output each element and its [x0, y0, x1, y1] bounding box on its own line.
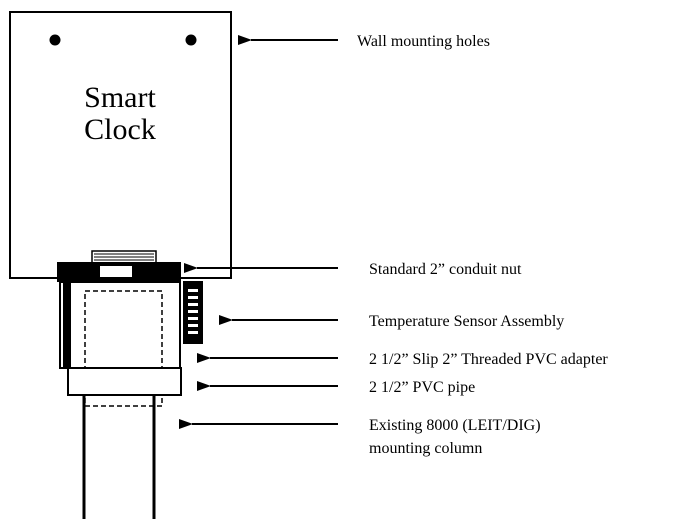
label-pvc-pipe: 2 1/2” PVC pipe [369, 379, 476, 396]
label-pvc-adapter: 2 1/2” Slip 2” Threaded PVC adapter [369, 351, 608, 368]
label-mounting-column-line1: Existing 8000 (LEIT/DIG) [369, 417, 541, 434]
smart-clock-housing [9, 11, 232, 279]
label-temp-sensor: Temperature Sensor Assembly [369, 313, 565, 330]
label-mounting-column-line2: mounting column [369, 440, 483, 457]
conduit-nut [57, 262, 181, 282]
mounting-hole-right [185, 34, 197, 46]
threaded-coupling [91, 250, 157, 264]
label-mounting-holes: Wall mounting holes [357, 33, 490, 50]
mounting-hole-left [49, 34, 61, 46]
mounting-column [82, 395, 156, 519]
label-conduit-nut: Standard 2” conduit nut [369, 261, 522, 278]
device-title-line2: Clock [84, 113, 156, 146]
device-title-line1: Smart [84, 81, 156, 114]
pvc-pipe [67, 367, 182, 396]
pvc-adapter [59, 281, 181, 407]
temperature-sensor-assembly [183, 281, 203, 344]
